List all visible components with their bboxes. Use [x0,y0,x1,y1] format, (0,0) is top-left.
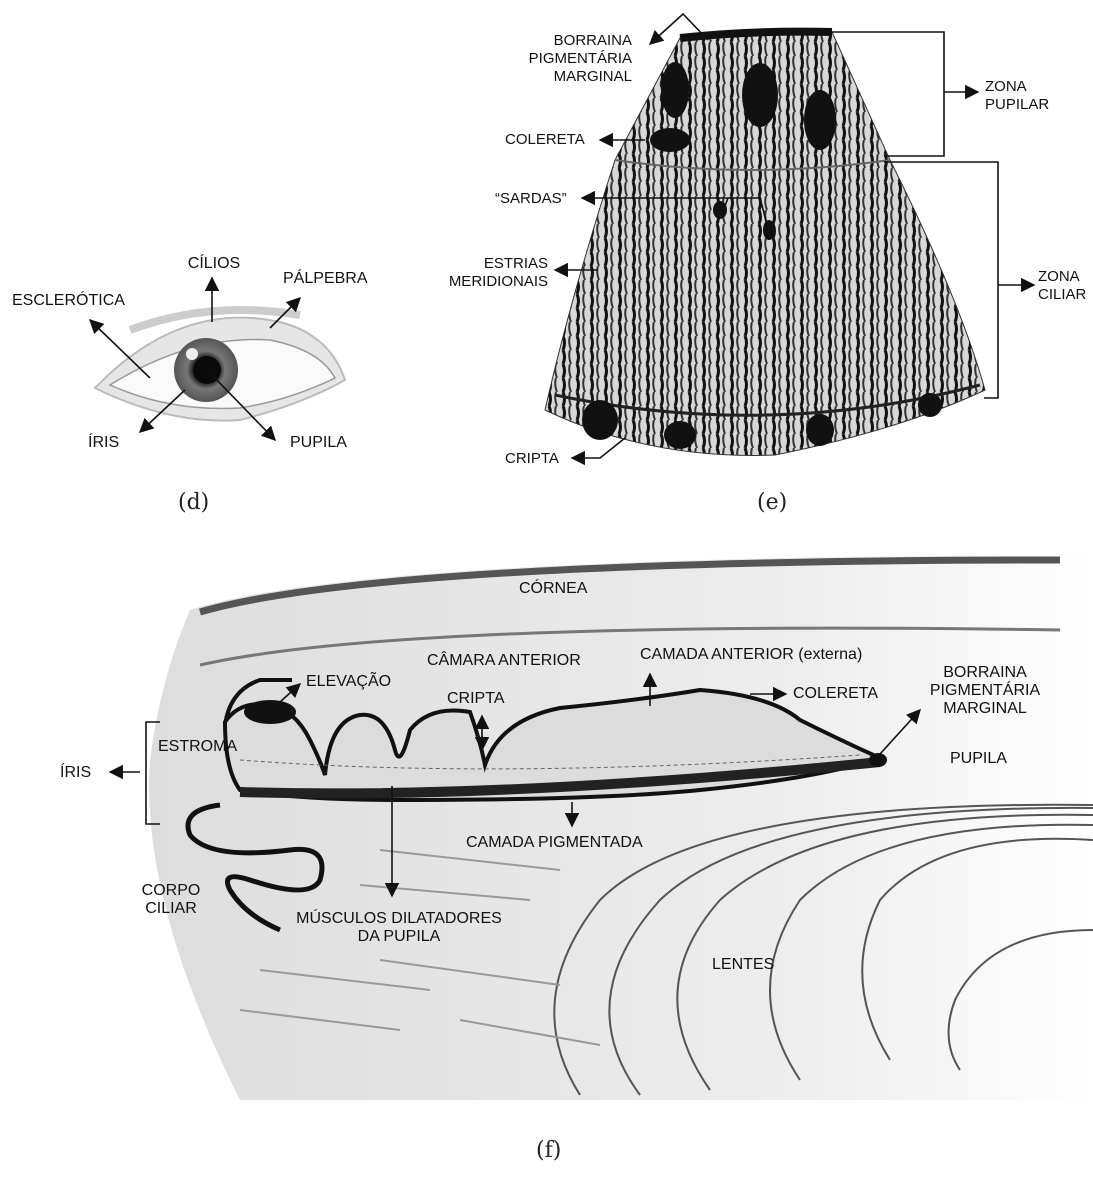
caption-f: (f) [536,1138,561,1163]
label-camada-pigmentada: CAMADA PIGMENTADA [466,834,643,852]
label-iris-f: ÍRIS [60,764,91,782]
label-cilios: CÍLIOS [184,255,244,273]
label-palpebra: PÁLPEBRA [283,270,367,288]
iris-sector-illustration [545,32,985,456]
label-estroma: ESTROMA [158,738,237,756]
label-cripta-e: CRIPTA [505,450,559,468]
label-zona-ciliar: ZONA CILIAR [1038,268,1086,304]
label-zona-pupilar: ZONA PUPILAR [985,78,1049,114]
label-sardas: “SARDAS” [495,190,567,208]
caption-d: (d) [178,490,209,515]
label-camada-anterior: CAMADA ANTERIOR (externa) [640,646,862,664]
label-colereta-f: COLERETA [793,685,878,703]
label-elevacao: ELEVAÇÃO [306,673,391,691]
label-borraina-f: BORRAINA PIGMENTÁRIA MARGINAL [920,664,1050,718]
cross-section-illustration [149,555,1093,1100]
label-musculos: MÚSCULOS DILATADORES DA PUPILA [296,910,502,946]
label-corpo-ciliar: CORPO CILIAR [126,882,216,918]
label-estrias: ESTRIAS MERIDIONAIS [430,255,548,291]
label-borraina-e: BORRAINA PIGMENTÁRIA MARGINAL [520,32,632,86]
caption-e: (e) [757,490,787,515]
label-pupila-f: PUPILA [950,750,1007,768]
label-cornea: CÓRNEA [519,580,587,598]
label-lentes: LENTES [712,956,774,974]
label-camara-anterior: CÂMARA ANTERIOR [427,652,581,670]
eye-illustration [95,310,345,421]
label-pupila-d: PUPILA [290,434,347,452]
label-esclerotica: ESCLERÓTICA [12,292,125,310]
label-colereta-e: COLERETA [505,131,585,149]
label-iris-d: ÍRIS [88,434,119,452]
label-cripta-f: CRIPTA [447,690,504,708]
